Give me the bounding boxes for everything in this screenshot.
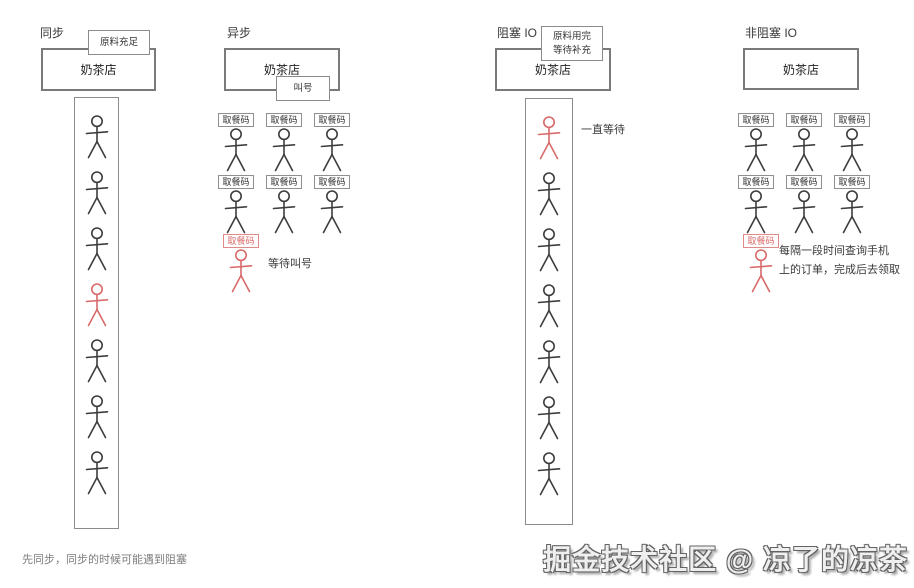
watermark: 掘金技术社区 @ 凉了的凉茶 xyxy=(543,544,908,575)
section-title-async: 异步 xyxy=(227,26,252,40)
ticket-badge: 取餐码 xyxy=(834,113,870,127)
ticket-badge: 取餐码 xyxy=(218,113,254,127)
stick-figure-icon xyxy=(85,339,108,383)
stick-figure-icon xyxy=(537,284,561,328)
waiter-note-async: 等待叫号 xyxy=(268,258,312,270)
customer-cell: 取餐码 xyxy=(738,113,774,172)
queue-lane-blocking xyxy=(525,98,573,525)
ticket-badge: 取餐码 xyxy=(738,113,774,127)
stick-figure-icon xyxy=(85,115,108,159)
stick-figure-icon xyxy=(744,128,768,172)
stick-figure-icon xyxy=(320,128,344,172)
stick-figure-icon xyxy=(749,249,773,293)
shop-label: 奶茶店 xyxy=(534,63,571,77)
customer-cell: 取餐码 xyxy=(834,175,870,234)
ticket-badge: 取餐码 xyxy=(743,234,779,248)
waiter-note-line: 每隔一段时间查询手机 xyxy=(779,245,889,257)
customer-cell: 取餐码 xyxy=(314,175,350,234)
stick-figure-icon xyxy=(320,190,344,234)
customer-cell: 取餐码 xyxy=(218,113,254,172)
shop-box-sync: 奶茶店 xyxy=(41,48,156,91)
stick-figure-icon xyxy=(792,190,816,234)
customer-cell: 取餐码 xyxy=(266,175,302,234)
stick-figure-icon xyxy=(537,452,561,496)
call-number-label: 叫号 xyxy=(293,82,313,94)
customer-cell: 取餐码 xyxy=(834,113,870,172)
ingredient-status-box-sync: 原料充足 xyxy=(88,30,150,55)
stick-figure-icon xyxy=(229,249,253,293)
ticket-badge: 取餐码 xyxy=(266,175,302,189)
ticket-badge: 取餐码 xyxy=(834,175,870,189)
shop-box-nonblocking: 奶茶店 xyxy=(743,48,859,90)
ingredient-status-box-blocking: 原料用完 等待补充 xyxy=(541,26,603,61)
stick-figure-icon xyxy=(537,340,561,384)
customer-cell: 取餐码 xyxy=(266,113,302,172)
queue-lane-sync xyxy=(74,97,119,529)
shop-label: 奶茶店 xyxy=(80,63,117,77)
customer-cell: 取餐码 xyxy=(218,175,254,234)
shop-label: 奶茶店 xyxy=(782,62,819,77)
ingredient-status-line: 原料用完 xyxy=(552,30,591,42)
stick-figure-icon xyxy=(840,128,864,172)
ticket-grid-nonblocking: 取餐码取餐码取餐码取餐码取餐码取餐码 xyxy=(732,113,876,234)
stick-figure-icon xyxy=(272,190,296,234)
stick-figure-icon xyxy=(224,128,248,172)
stick-figure-icon xyxy=(744,190,768,234)
stick-figure-icon xyxy=(85,171,108,215)
ticket-badge: 取餐码 xyxy=(266,113,302,127)
ticket-grid-async: 取餐码取餐码取餐码取餐码取餐码取餐码 xyxy=(212,113,356,234)
stick-figure-icon xyxy=(85,227,108,271)
waiting-customer-nonblocking: 取餐码 xyxy=(737,234,785,293)
queue-note-blocking: 一直等待 xyxy=(581,124,625,136)
customer-cell: 取餐码 xyxy=(786,113,822,172)
customer-cell: 取餐码 xyxy=(314,113,350,172)
ingredient-status-line: 原料充足 xyxy=(99,36,138,48)
stick-figure-icon xyxy=(840,190,864,234)
section-title-nonblocking: 非阻塞 IO xyxy=(745,26,798,40)
shop-label: 奶茶店 xyxy=(263,63,300,77)
stick-figure-icon xyxy=(85,451,108,495)
stick-figure-icon xyxy=(537,172,561,216)
waiter-note-nonblocking: 每隔一段时间查询手机 上的订单，完成后去领取 xyxy=(779,242,900,280)
stick-figure-icon xyxy=(537,396,561,440)
stick-figure-icon xyxy=(537,228,561,272)
stick-figure-icon xyxy=(272,128,296,172)
section-title-sync: 同步 xyxy=(40,26,65,40)
footer-note: 先同步，同步的时候可能遇到阻塞 xyxy=(22,554,187,566)
ticket-badge: 取餐码 xyxy=(738,175,774,189)
ticket-badge: 取餐码 xyxy=(786,113,822,127)
waiting-customer-async: 取餐码 xyxy=(217,234,265,293)
ticket-badge: 取餐码 xyxy=(786,175,822,189)
ticket-badge: 取餐码 xyxy=(314,175,350,189)
ingredient-status-line: 等待补充 xyxy=(552,44,591,56)
stick-figure-icon xyxy=(85,395,108,439)
customer-cell: 取餐码 xyxy=(738,175,774,234)
ticket-badge: 取餐码 xyxy=(223,234,259,248)
waiter-note-line: 上的订单，完成后去领取 xyxy=(779,264,900,276)
stick-figure-icon xyxy=(537,116,561,160)
ticket-badge: 取餐码 xyxy=(314,113,350,127)
call-number-box: 叫号 xyxy=(276,76,330,101)
section-title-blocking: 阻塞 IO xyxy=(497,26,538,40)
ticket-badge: 取餐码 xyxy=(218,175,254,189)
stick-figure-icon xyxy=(792,128,816,172)
customer-cell: 取餐码 xyxy=(786,175,822,234)
stick-figure-icon xyxy=(224,190,248,234)
stick-figure-icon xyxy=(85,283,108,327)
